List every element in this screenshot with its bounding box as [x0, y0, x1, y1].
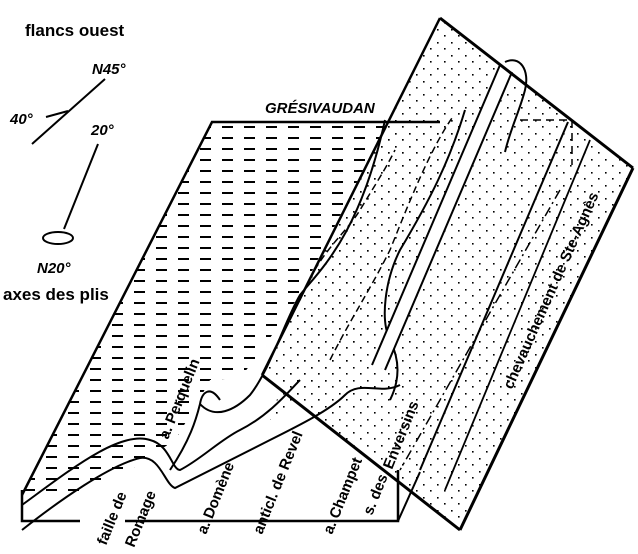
- dip-label: 40°: [9, 111, 34, 128]
- axis-caption: axes des plis: [3, 285, 109, 304]
- fold-axis-line: [63, 143, 99, 230]
- strike-label: N45°: [92, 61, 127, 78]
- thrust-plate: [262, 18, 633, 530]
- orientation-legend: flancs ouest N45° 40° 20° N20° axes des …: [3, 21, 127, 304]
- thrust-sheet: [260, 16, 635, 532]
- axis-label: N20°: [37, 260, 72, 277]
- label-champet: a. Champet: [320, 455, 366, 536]
- label-domene: a. Domène: [194, 460, 238, 537]
- strike-line: [31, 78, 106, 145]
- label-gresivaudan: GRÉSIVAUDAN: [265, 100, 376, 117]
- dashed-surface: [22, 122, 387, 495]
- label-enversins-1: s. des: [360, 472, 392, 518]
- dip-tick: [45, 110, 69, 118]
- legend-title: flancs ouest: [25, 21, 125, 40]
- plunge-label: 20°: [90, 122, 115, 139]
- fold-axis-ellipse: [42, 231, 74, 245]
